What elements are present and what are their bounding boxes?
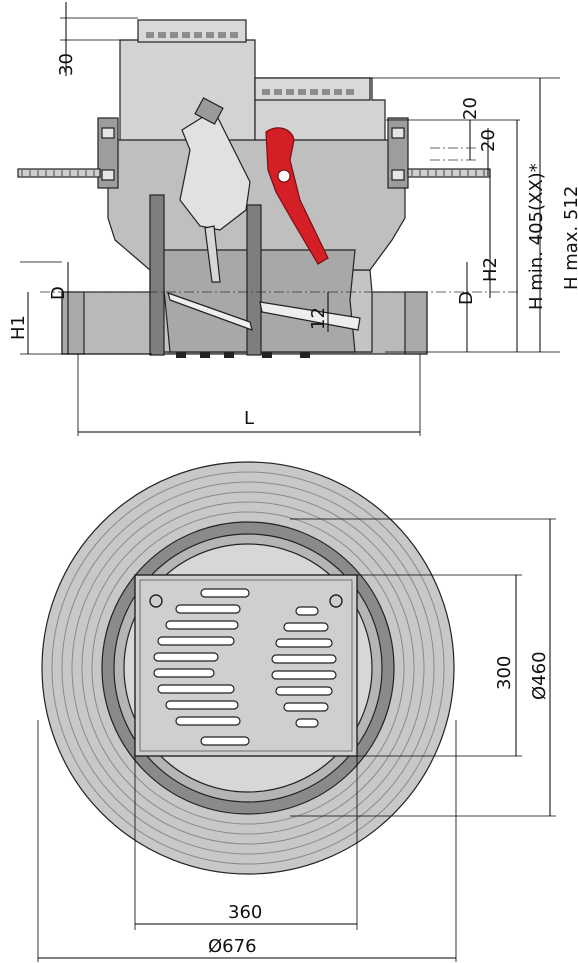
lever-pivot bbox=[277, 169, 291, 183]
bottom-feet bbox=[176, 352, 310, 358]
plan-view: 300 Ø460 360 Ø676 bbox=[37, 461, 556, 962]
flange-ring-1 bbox=[51, 471, 445, 865]
grate bbox=[134, 574, 358, 757]
float-arm bbox=[204, 225, 221, 283]
flap-right bbox=[259, 301, 361, 331]
pipe-left-end bbox=[61, 291, 85, 355]
dim-label-h-min: H min. 405(XX)* bbox=[526, 163, 547, 310]
grate-slots bbox=[153, 588, 337, 746]
flange-ring-2 bbox=[61, 481, 435, 855]
float-cap bbox=[194, 97, 224, 125]
pipe-right-end bbox=[404, 291, 428, 355]
flap-left bbox=[167, 292, 253, 331]
grate-screw-right bbox=[329, 594, 343, 608]
float-body bbox=[179, 109, 251, 231]
bracket-left bbox=[97, 117, 119, 189]
dim-label-d460: Ø460 bbox=[529, 651, 550, 700]
dim-label-h2: H2 bbox=[480, 257, 501, 282]
flange-ring-4 bbox=[81, 501, 415, 835]
trap-wall-left bbox=[149, 194, 165, 356]
side-view: 30 H max. 512 H min. 405(XX)* 20 20 H2 D… bbox=[8, 2, 578, 436]
red-lever bbox=[265, 127, 329, 265]
dim-label-20-b: 20 bbox=[478, 129, 499, 152]
grate-screw-left bbox=[149, 594, 163, 608]
dim-label-d-left: D bbox=[48, 286, 69, 300]
top-frame-teeth bbox=[146, 32, 238, 38]
flange-ring-5 bbox=[91, 511, 405, 825]
dim-label-12: 12 bbox=[308, 307, 329, 330]
dim-label-l: L bbox=[244, 408, 254, 429]
strip-right bbox=[407, 168, 491, 178]
dim-label-d-right: D bbox=[456, 291, 477, 305]
bracket-right bbox=[387, 117, 409, 189]
dim-label-h-max: H max. 512 bbox=[561, 186, 578, 290]
top-frame-lower-teeth bbox=[262, 89, 354, 95]
top-frame-upper bbox=[137, 19, 247, 43]
dim-label-d676: Ø676 bbox=[208, 936, 257, 957]
flange-ring-3 bbox=[71, 491, 425, 845]
dim-label-20-a: 20 bbox=[460, 97, 481, 120]
dim-label-300: 300 bbox=[494, 656, 515, 690]
dim-label-360: 360 bbox=[228, 902, 262, 923]
dim-label-30: 30 bbox=[56, 53, 77, 76]
trap-wall-mid bbox=[246, 204, 262, 356]
dim-label-h1: H1 bbox=[8, 315, 29, 340]
strip-left bbox=[17, 168, 101, 178]
grate-inner bbox=[139, 579, 353, 752]
